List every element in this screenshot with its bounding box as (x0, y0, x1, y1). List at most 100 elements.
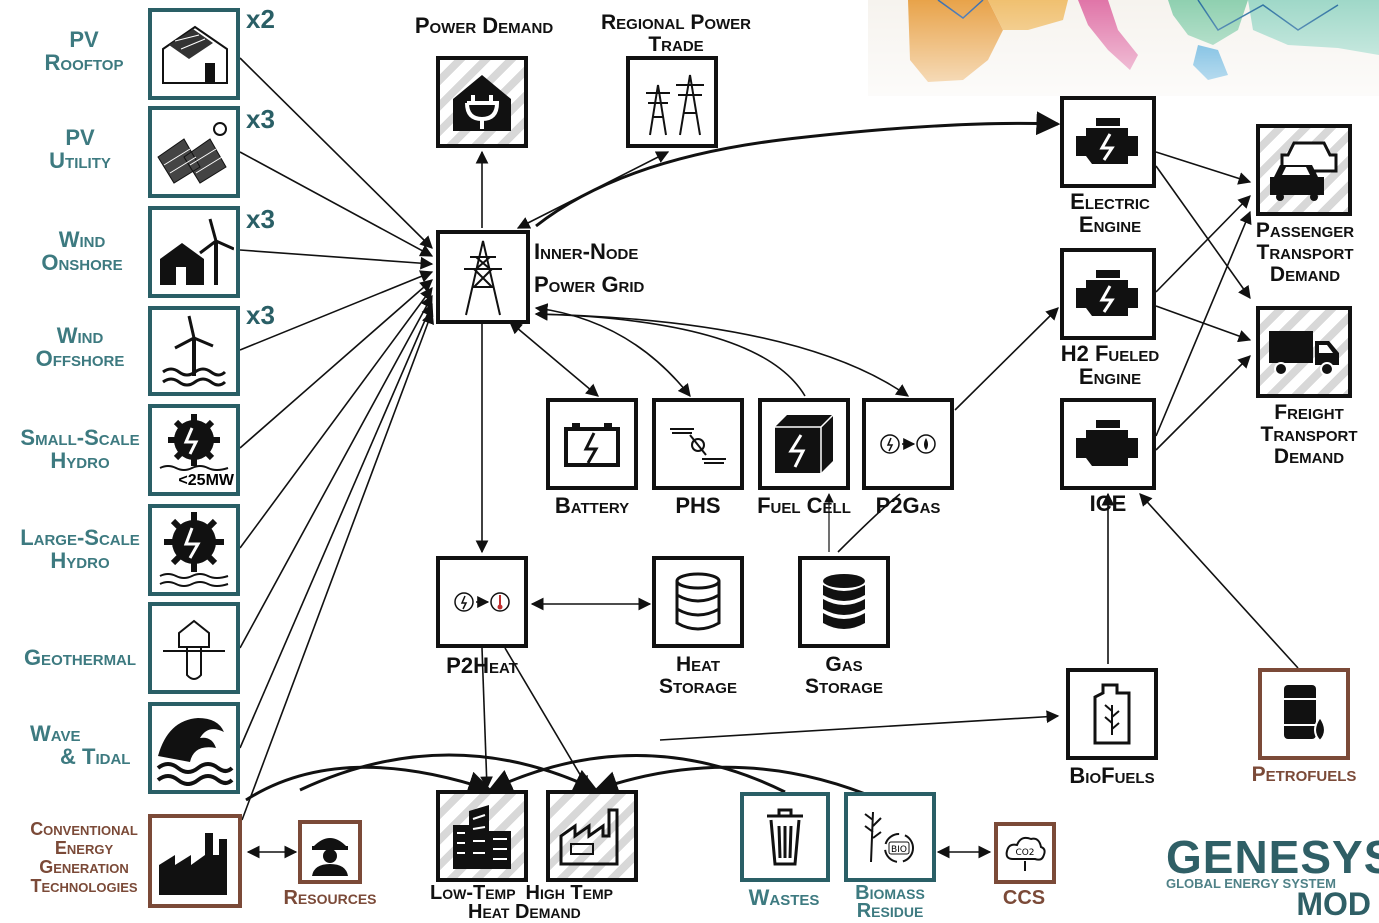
biofuels-box[interactable] (1066, 668, 1158, 760)
multiplier-wind-onshore: x3 (246, 204, 275, 234)
label-p2gas: P2Gas (875, 493, 941, 518)
biomass-box[interactable]: BIO (844, 792, 936, 882)
label-geothermal: Geothermal (23, 645, 137, 670)
trash-can-icon (767, 808, 803, 866)
label-fuel-cell: Fuel Cell (757, 493, 851, 518)
wind-onshore-box[interactable] (148, 206, 240, 298)
ice-box[interactable] (1060, 398, 1156, 490)
pylon-icon (464, 240, 502, 316)
offshore-turbine-icon (162, 315, 227, 387)
buildings-icon (453, 805, 511, 869)
genesys-mod-logo: GENESYS GLOBAL ENERGY SYSTEM MOD (1160, 830, 1379, 922)
fuel-cell-icon (775, 414, 834, 473)
biomass-icon: BIO (864, 811, 914, 863)
conventional-box[interactable] (148, 814, 242, 908)
wave-icon (156, 718, 234, 786)
hydro-turbine-icon (159, 512, 229, 587)
svg-text:CO2: CO2 (1015, 848, 1034, 858)
pumped-hydro-icon (670, 428, 726, 464)
factory-icon (559, 808, 619, 866)
storage-cylinder-icon (675, 572, 721, 631)
power-demand-box[interactable] (436, 56, 528, 148)
logo-subtitle: GLOBAL ENERGY SYSTEM (1166, 876, 1336, 891)
wastes-box[interactable] (740, 792, 830, 882)
house-solar-icon (162, 25, 228, 84)
fuel-cell-box[interactable] (758, 398, 850, 490)
pv-utility-box[interactable] (148, 106, 240, 198)
geothermal-icon (163, 619, 225, 680)
wind-offshore-box[interactable] (148, 306, 240, 396)
multiplier-pv-rooftop: x2 (246, 4, 275, 34)
solar-panels-icon (157, 122, 227, 184)
small-hydro-box[interactable]: <25MW (148, 404, 240, 496)
regional-trade-box[interactable] (626, 56, 718, 148)
label-ccs: CCS (1002, 887, 1046, 909)
electric-engine-icon (1076, 118, 1138, 164)
freight-demand-box[interactable] (1256, 306, 1352, 398)
large-hydro-box[interactable] (148, 504, 240, 596)
resources-box[interactable] (298, 820, 362, 884)
wind-turbine-house-icon (160, 218, 234, 285)
house-plug-icon (453, 75, 511, 131)
battery-icon (564, 423, 620, 467)
low-temp-heat-box[interactable] (436, 790, 528, 882)
power-grid-box[interactable] (436, 230, 530, 324)
truck-icon (1269, 331, 1339, 376)
label-resources: Resources (283, 887, 377, 909)
biofuel-canister-icon (1093, 683, 1131, 745)
pv-rooftop-box[interactable] (148, 8, 240, 100)
hydro-turbine-icon (159, 414, 229, 471)
p2heat-box[interactable] (436, 556, 528, 648)
label-biofuels: BioFuels (1069, 763, 1155, 788)
h2-engine-icon (1076, 270, 1138, 316)
p2gas-box[interactable] (862, 398, 954, 490)
svg-text:BIO: BIO (891, 845, 907, 855)
passenger-demand-box[interactable] (1256, 124, 1352, 216)
transmission-towers-icon (646, 74, 704, 136)
label-wastes: Wastes (748, 885, 820, 910)
multiplier-pv-utility: x3 (246, 104, 275, 134)
heat-storage-box[interactable] (652, 556, 744, 648)
electric-engine-box[interactable] (1060, 96, 1156, 188)
power-plant-icon (159, 833, 227, 895)
petrofuels-box[interactable] (1258, 668, 1350, 760)
gas-cylinder-icon (823, 574, 865, 629)
co2-cloud-icon: CO2 (1005, 836, 1046, 871)
gas-storage-box[interactable] (798, 556, 890, 648)
multiplier-wind-offshore: x3 (246, 300, 275, 330)
geothermal-box[interactable] (148, 602, 240, 694)
logo-name: GENESYS (1166, 831, 1379, 883)
miner-icon (312, 838, 348, 876)
label-ice: ICE (1089, 491, 1127, 516)
label-p2heat: P2Heat (446, 653, 518, 678)
hydro-capacity-badge: <25MW (178, 472, 234, 489)
power-to-gas-icon (880, 434, 936, 454)
combustion-engine-icon (1076, 420, 1138, 466)
logo-mod: MOD (1296, 886, 1371, 922)
label-phs: PHS (675, 493, 721, 518)
battery-box[interactable] (546, 398, 638, 490)
oil-barrel-icon (1284, 685, 1326, 743)
europe-map-fragment (868, 0, 1379, 96)
label-petrofuels: Petrofuels (1251, 763, 1357, 786)
ccs-box[interactable]: CO2 (994, 822, 1056, 884)
h2-engine-box[interactable] (1060, 248, 1156, 340)
phs-box[interactable] (652, 398, 744, 490)
wave-tidal-box[interactable] (148, 702, 240, 794)
high-temp-heat-box[interactable] (546, 790, 638, 882)
